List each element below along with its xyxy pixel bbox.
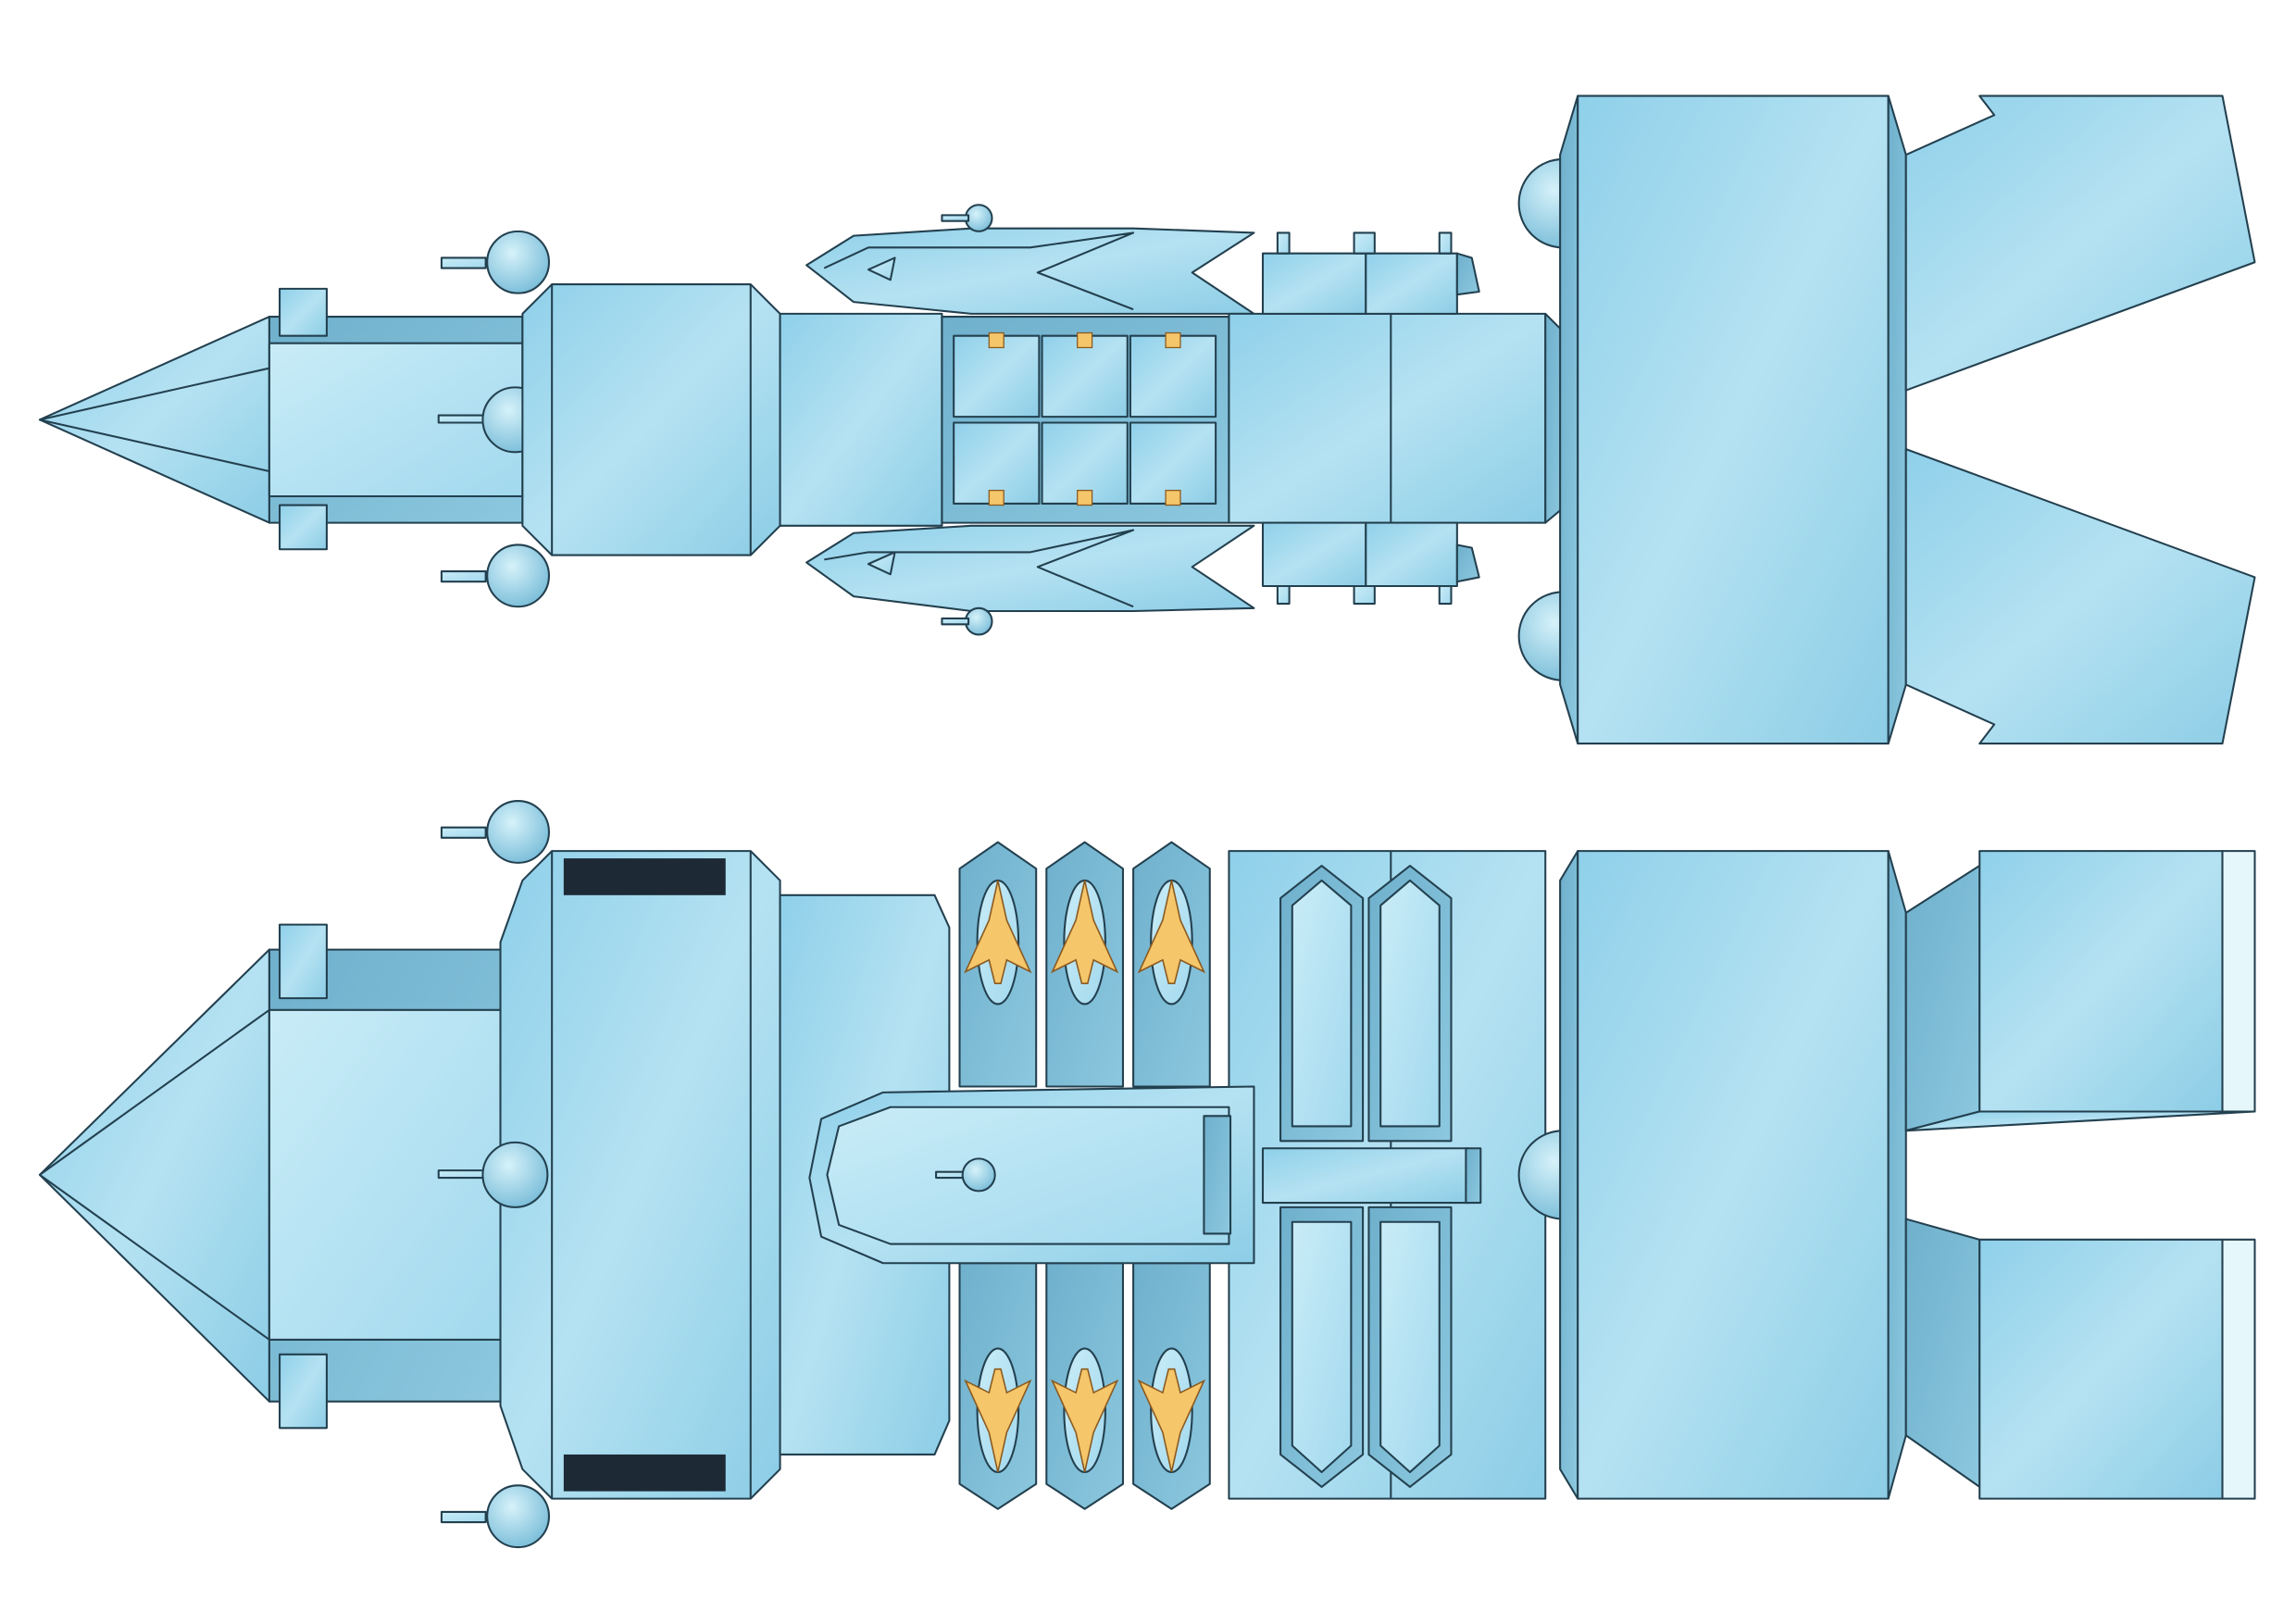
hangar-light	[1165, 331, 1181, 349]
sensor-block	[279, 923, 328, 1000]
cargo-pod-inner	[1291, 1220, 1353, 1474]
cargo-pod-inner	[1379, 879, 1441, 1128]
engine-exhaust	[2221, 850, 2256, 1113]
thruster-block-lower	[1261, 521, 1480, 606]
fighter-craft	[964, 1368, 1032, 1473]
pod-nozzle	[867, 551, 896, 576]
fighter-craft	[1137, 1368, 1206, 1473]
strut	[1353, 584, 1376, 606]
main-hull-bevel	[1559, 850, 1579, 1500]
strut	[1438, 231, 1453, 255]
pod-nozzle	[867, 256, 896, 281]
engine-fin-upper	[1904, 94, 2256, 392]
turret-dome	[486, 543, 551, 608]
thruster-nozzle	[1455, 252, 1480, 296]
turret-barrel	[440, 570, 487, 583]
pod-inner	[826, 1106, 1230, 1245]
fighter-bays-upper	[958, 841, 1211, 1088]
hangar-light	[988, 331, 1004, 349]
turret-barrel	[941, 214, 970, 222]
thruster-nozzle	[1455, 543, 1480, 583]
sensor-block	[279, 1353, 328, 1430]
hangar-cell	[1129, 334, 1217, 418]
main-hull-rear-bevel	[1887, 850, 1907, 1500]
pod-hull	[805, 524, 1255, 613]
pod-turret	[964, 606, 993, 636]
engine-block	[1978, 1238, 2224, 1500]
fighter-craft	[1051, 1368, 1119, 1473]
main-hull-rear-bevel	[1887, 94, 1907, 745]
command-section	[521, 283, 781, 556]
pod-hatch	[1203, 1115, 1232, 1235]
hangar-light	[1165, 490, 1181, 506]
engine-block	[1978, 850, 2224, 1113]
hangar-module	[941, 316, 1230, 524]
engine-fin-lower	[1904, 448, 2256, 745]
fighter-craft	[1051, 880, 1119, 984]
hangar-light	[1077, 490, 1093, 506]
thruster-block	[1261, 521, 1367, 588]
cargo-pod-inner	[1291, 879, 1353, 1128]
engine-exhaust	[2221, 1238, 2256, 1500]
engine-mount	[1904, 1218, 1981, 1488]
vent-grille-lower	[563, 1454, 726, 1492]
pod-turret	[964, 204, 993, 232]
sensor-block	[279, 287, 328, 337]
pod-detail	[824, 529, 1135, 608]
sensor-block	[279, 504, 328, 551]
main-hull	[1577, 94, 1890, 745]
mid-hull	[779, 312, 943, 527]
command-section	[499, 850, 781, 1500]
nose-cone	[38, 316, 270, 524]
thruster-block	[1261, 252, 1367, 315]
turret-barrel	[440, 256, 487, 269]
pod-detail	[823, 231, 1135, 311]
turret-barrel	[440, 1510, 487, 1524]
vent-grille-upper	[563, 858, 726, 895]
fighter-bays-lower	[958, 1262, 1211, 1510]
nose-cone	[38, 948, 270, 1403]
engine-mount	[1904, 864, 1981, 1132]
center-pod	[808, 1085, 1255, 1265]
turret-barrel	[941, 617, 970, 626]
cargo-pod-inner	[1379, 1220, 1441, 1474]
turret-dome	[486, 800, 551, 864]
strut	[1276, 231, 1291, 255]
weapon-pod-upper	[805, 204, 1255, 315]
cargo-pods	[1279, 864, 1453, 1488]
bottom-view	[38, 800, 2256, 1549]
hangar-light	[1077, 331, 1093, 349]
weapon-pod-lower	[805, 524, 1255, 636]
sphere-turret-lower	[440, 1484, 551, 1549]
turret-dome	[486, 230, 551, 294]
keel-spine-end	[1465, 1147, 1482, 1205]
thruster-block	[1365, 521, 1458, 588]
sphere-turret-lower	[440, 543, 551, 608]
sphere-turret-upper	[440, 230, 551, 294]
pod-hull	[805, 227, 1255, 315]
pod-turret	[961, 1157, 996, 1193]
turret-barrel	[440, 826, 487, 839]
keel-spine	[1261, 1147, 1470, 1205]
engine-upper	[1904, 850, 2256, 1132]
main-hull	[1577, 850, 1890, 1500]
thruster-block-upper	[1261, 231, 1480, 315]
top-view	[38, 94, 2256, 745]
turret	[437, 1141, 549, 1208]
main-hull-bevel	[1559, 94, 1579, 745]
strut	[1276, 584, 1291, 606]
fighter-craft	[1137, 880, 1206, 984]
fighter-craft	[964, 880, 1032, 984]
turret-dome	[486, 1484, 551, 1549]
thruster-block	[1365, 252, 1458, 315]
strut	[1438, 584, 1453, 606]
hangar-lights	[988, 331, 1181, 506]
hangar-light	[988, 490, 1004, 506]
strut	[1353, 231, 1376, 255]
aft-hull	[1228, 312, 1547, 524]
sphere-turret-upper	[440, 800, 551, 864]
engine-lower	[1904, 1218, 2256, 1500]
turret-dome	[481, 1141, 549, 1208]
